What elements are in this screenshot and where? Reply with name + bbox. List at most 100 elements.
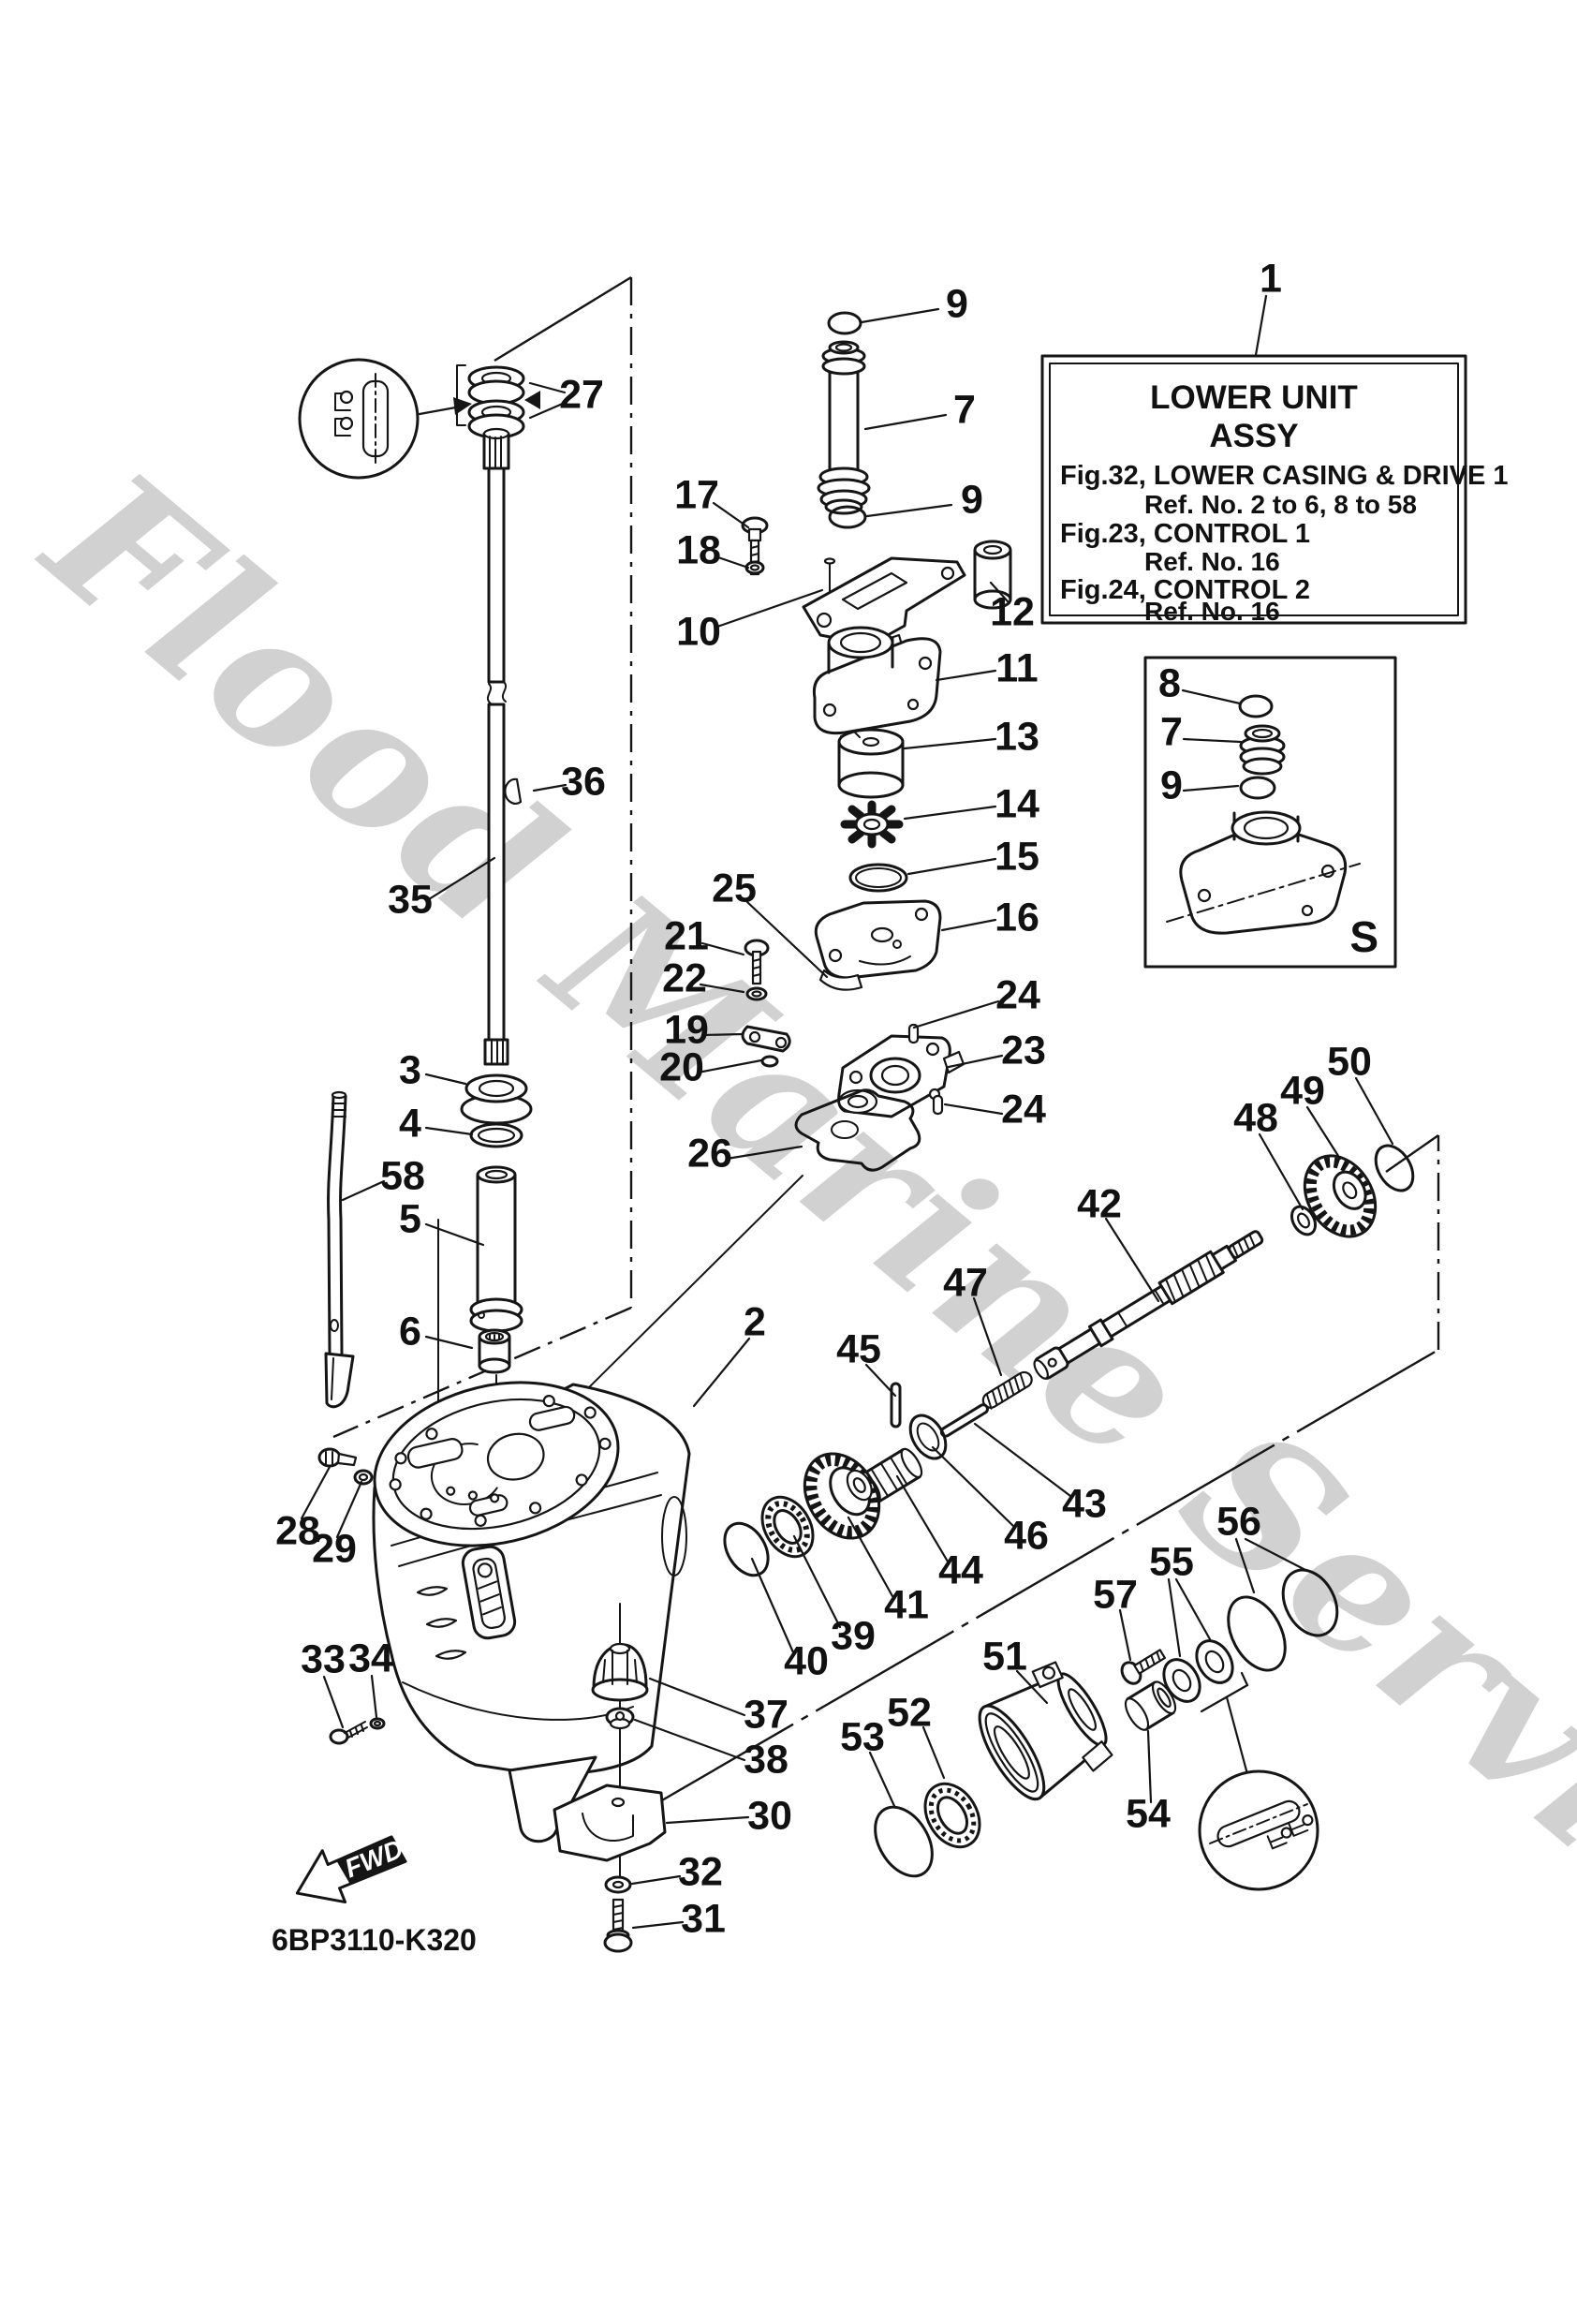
- part-number-11: 11: [995, 645, 1038, 690]
- part-number-12: 12: [990, 589, 1035, 634]
- part-number-58: 58: [380, 1153, 425, 1198]
- washer-32: [604, 1875, 632, 1894]
- part-number-9: 9: [961, 477, 983, 522]
- oil-seals-27: [456, 364, 540, 439]
- section-boundary-lines: [332, 275, 1440, 1806]
- info-fig-24: Fig.24, CONTROL 2: [1060, 575, 1310, 605]
- o-ring-9-top: [827, 311, 862, 335]
- o-ring-53: [874, 1805, 934, 1878]
- part-number-41: 41: [884, 1582, 929, 1627]
- o-ring-50: [1374, 1144, 1415, 1192]
- part-number-7: 7: [1160, 709, 1183, 754]
- part-number-47: 47: [943, 1260, 988, 1305]
- part-number-40: 40: [784, 1638, 829, 1683]
- driveshaft-sleeve-5: [469, 1165, 523, 1333]
- part-number-33: 33: [301, 1636, 346, 1681]
- part-number-32: 32: [678, 1849, 723, 1894]
- bracket-30: [553, 1784, 667, 1862]
- bolt-57: [1120, 1649, 1166, 1685]
- leader-lines: [300, 294, 1394, 1930]
- link-plate-19: [741, 1025, 791, 1053]
- pump-base-plate-16: [814, 899, 942, 980]
- dowel-pins-24: [907, 1023, 944, 1116]
- shim-4: [469, 1122, 523, 1148]
- s-detail-box: S: [1143, 656, 1397, 969]
- spring-47: [981, 1370, 1033, 1410]
- lower-casing-2: [372, 1381, 691, 1843]
- watermark-text: Flood Marine Services: [7, 428, 1577, 2113]
- part-number-50: 50: [1327, 1039, 1372, 1084]
- part-number-26: 26: [687, 1131, 732, 1176]
- casing-mount-flange: [373, 1381, 620, 1547]
- detail-marker-s: S: [1349, 912, 1378, 961]
- part-number-30: 30: [747, 1793, 792, 1838]
- part-number-7: 7: [953, 387, 976, 432]
- part-number-23: 23: [1001, 1028, 1046, 1073]
- part-number-28: 28: [275, 1508, 320, 1553]
- part-number-57: 57: [1093, 1572, 1138, 1617]
- part-number-22: 22: [662, 955, 707, 1000]
- part-number-2: 2: [744, 1299, 766, 1344]
- part-number-52: 52: [887, 1690, 932, 1735]
- plug-7-detail: [1239, 724, 1286, 776]
- part-number-9: 9: [946, 281, 968, 326]
- part-number-20: 20: [659, 1044, 704, 1089]
- part-number-9: 9: [1160, 762, 1183, 807]
- info-fig-23: Fig.23, CONTROL 1: [1060, 519, 1310, 549]
- part-number-39: 39: [831, 1613, 876, 1658]
- washer-29: [353, 1469, 374, 1486]
- part-number-1: 1: [1260, 256, 1282, 301]
- nut-38: [605, 1707, 635, 1730]
- part-number-53: 53: [840, 1714, 885, 1759]
- part-number-37: 37: [744, 1692, 788, 1737]
- bolt-17: [741, 516, 769, 576]
- assembly-info-box: LOWER UNIT ASSY Fig.32, LOWER CASING & D…: [1040, 354, 1509, 626]
- part-number-21: 21: [664, 913, 709, 958]
- info-box-title: LOWER UNIT: [1150, 379, 1358, 416]
- anode-37: [591, 1642, 649, 1702]
- bearing-52: [923, 1782, 981, 1849]
- part-number-51: 51: [982, 1634, 1027, 1679]
- bearing-3: [460, 1073, 533, 1125]
- washer-34: [369, 1717, 386, 1730]
- pump-housing-detail: [1166, 810, 1361, 935]
- cartridge-key-25: [818, 969, 863, 991]
- info-ref-32: Ref. No. 2 to 6, 8 to 58: [1144, 490, 1417, 519]
- part-number-3: 3: [399, 1047, 421, 1092]
- part-number-54: 54: [1126, 1791, 1171, 1836]
- cartridge-housing-23: [837, 1034, 965, 1118]
- bearing-39: [760, 1495, 815, 1559]
- part-number-5: 5: [399, 1196, 421, 1241]
- shift-rod-58: [324, 1090, 355, 1409]
- info-box-subtitle: ASSY: [1209, 418, 1298, 454]
- shift-plunger-43: [939, 1403, 989, 1438]
- bolt-31: [603, 1898, 633, 1953]
- part-number-8: 8: [1158, 660, 1181, 705]
- part-number-56: 56: [1216, 1499, 1261, 1544]
- part-number-27: 27: [559, 372, 604, 417]
- water-pump-housing-11: [812, 626, 942, 735]
- impeller-housing-cup-13: [837, 728, 905, 799]
- part-number-17: 17: [674, 472, 719, 517]
- part-number-24: 24: [995, 972, 1040, 1017]
- part-number-44: 44: [938, 1547, 983, 1592]
- pin-45: [890, 1382, 902, 1428]
- part-number-34: 34: [348, 1636, 393, 1680]
- part-number-24: 24: [1001, 1087, 1046, 1132]
- part-number-18: 18: [676, 527, 721, 572]
- info-ref-23: Ref. No. 16: [1144, 547, 1280, 576]
- reverse-gear-49: [1303, 1154, 1378, 1238]
- fwd-label: FWD: [341, 1834, 407, 1884]
- part-number-49: 49: [1280, 1068, 1325, 1113]
- washer-20: [760, 1055, 779, 1068]
- part-number-31: 31: [681, 1896, 726, 1941]
- part-number-15: 15: [995, 834, 1039, 879]
- fwd-arrow: FWD: [295, 1834, 407, 1904]
- part-number-4: 4: [399, 1101, 421, 1146]
- bushing-54: [1124, 1680, 1177, 1731]
- part-number-46: 46: [1004, 1513, 1049, 1558]
- bolt-21: [744, 939, 770, 985]
- info-ref-24: Ref. No. 16: [1144, 597, 1280, 626]
